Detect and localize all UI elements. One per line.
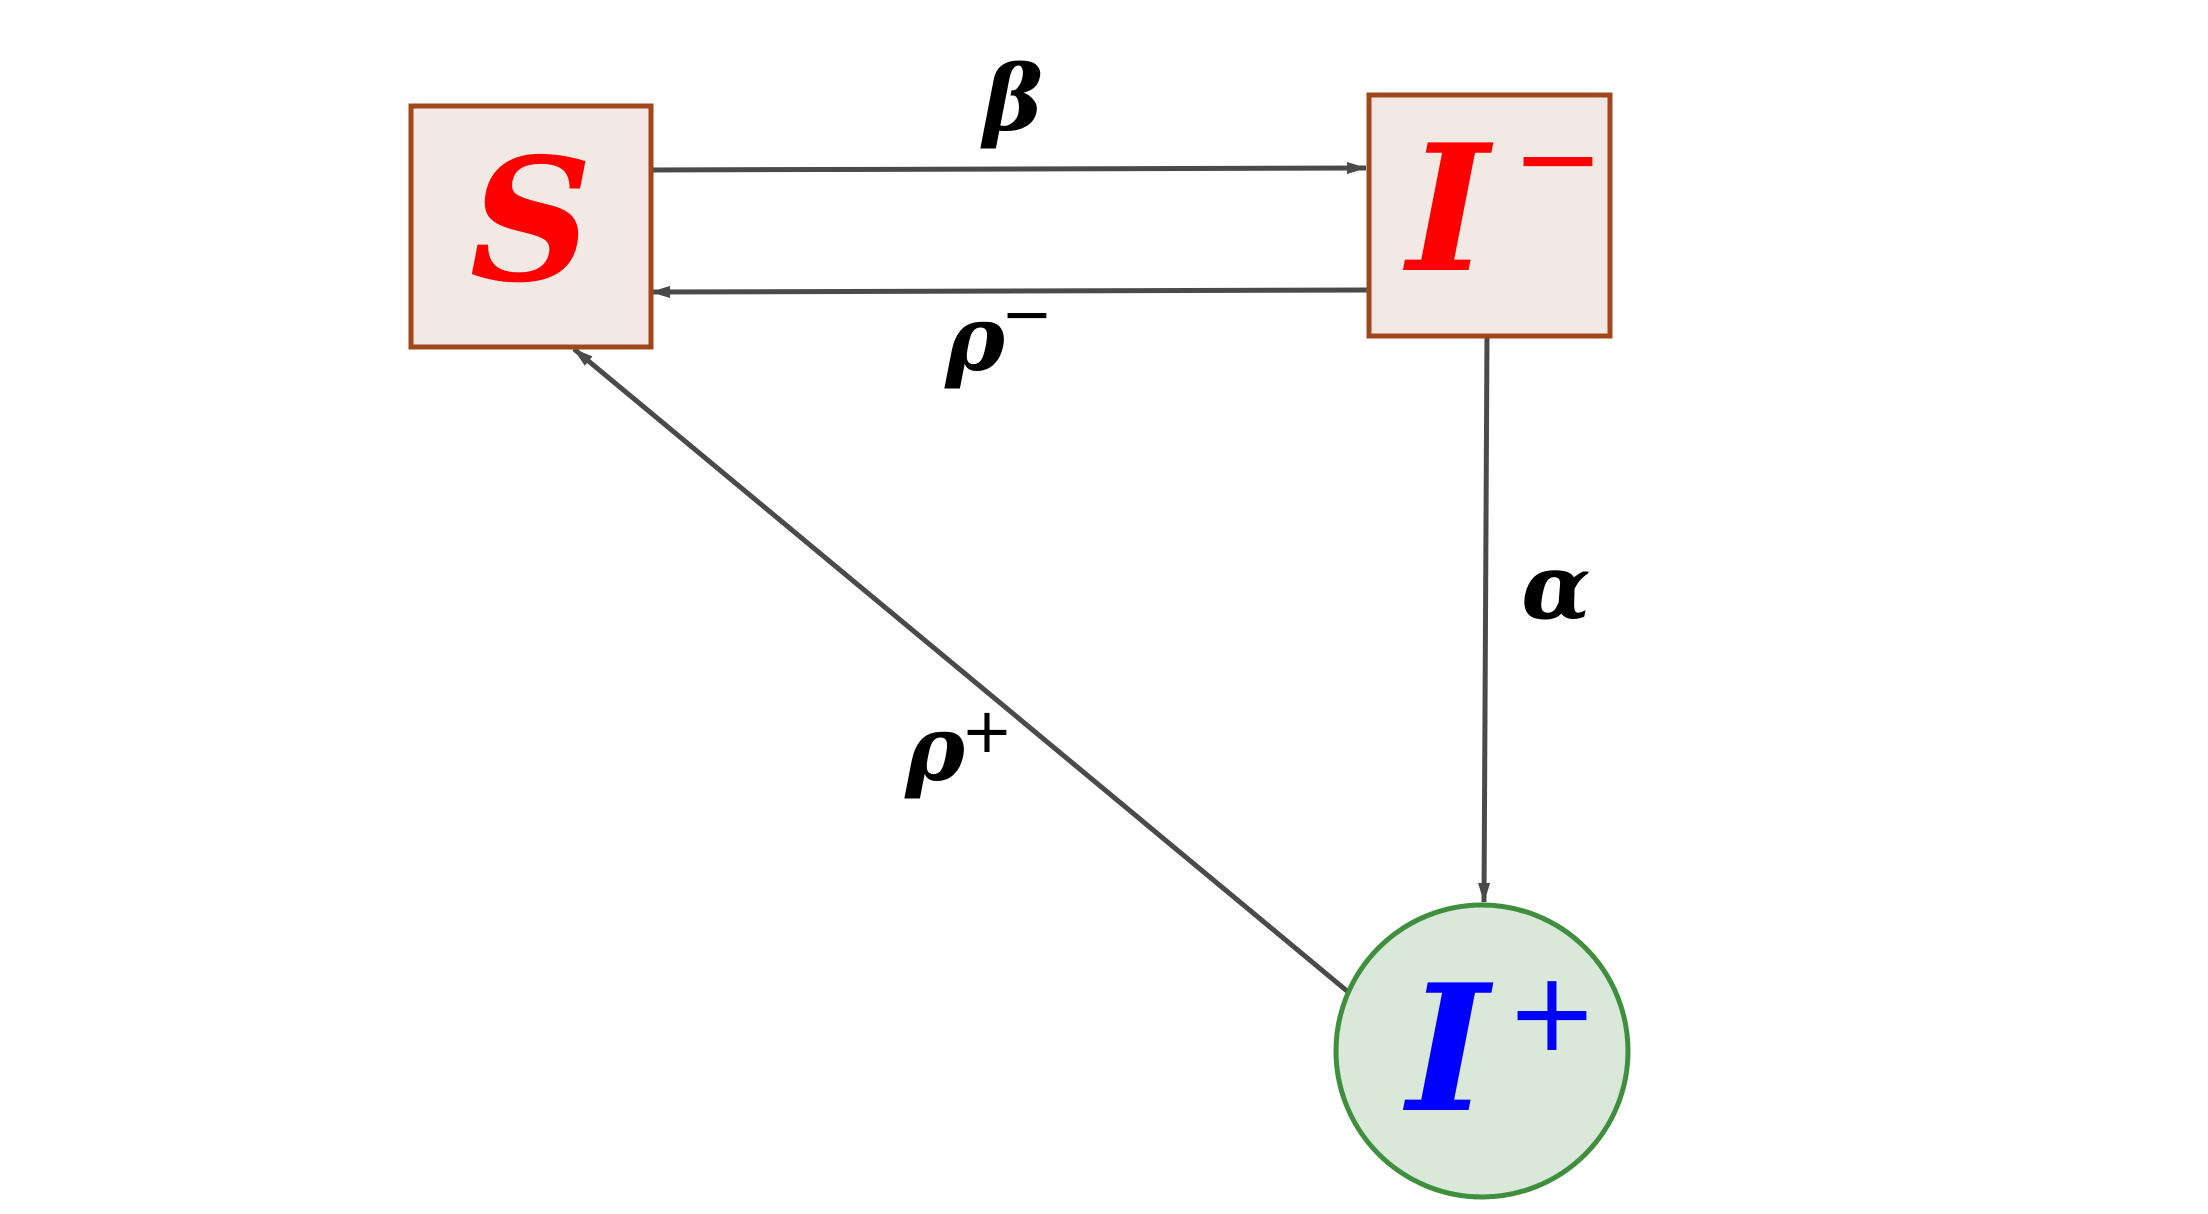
node-i-minus-box	[1366, 92, 1613, 339]
edge-i-minus-to-s	[650, 285, 1371, 298]
node-i-plus-superscript: +	[1506, 948, 1598, 1076]
node-i-minus-superscript: −	[1512, 94, 1604, 222]
edge-label-rho-plus: ρ +	[904, 694, 1013, 802]
edge-s-to-i-minus	[647, 162, 1367, 175]
node-i-plus: I +	[1333, 902, 1631, 1200]
edge-i-minus-to-i-plus	[1478, 332, 1491, 903]
edge-label-rho-minus: ρ −	[944, 277, 1053, 392]
edge-label-rho-minus-superscript: −	[1001, 277, 1053, 350]
edge-i-plus-to-s	[572, 347, 1349, 993]
node-s-label: S	[470, 121, 593, 321]
node-i-minus: I −	[1366, 92, 1613, 339]
edge-label-alpha: α	[1521, 534, 1590, 640]
node-i-minus-label: I	[1402, 107, 1494, 312]
node-i-plus-label: I	[1402, 947, 1494, 1152]
node-s: S	[408, 103, 654, 350]
node-i-plus-circle	[1333, 902, 1631, 1200]
edge-label-rho-plus-superscript: +	[961, 694, 1013, 767]
edge-label-beta: β	[980, 46, 1043, 152]
edge-label-rho-minus-symbol: ρ	[944, 286, 1006, 392]
edge-label-rho-plus-symbol: ρ	[904, 696, 966, 802]
node-s-box	[408, 103, 654, 350]
